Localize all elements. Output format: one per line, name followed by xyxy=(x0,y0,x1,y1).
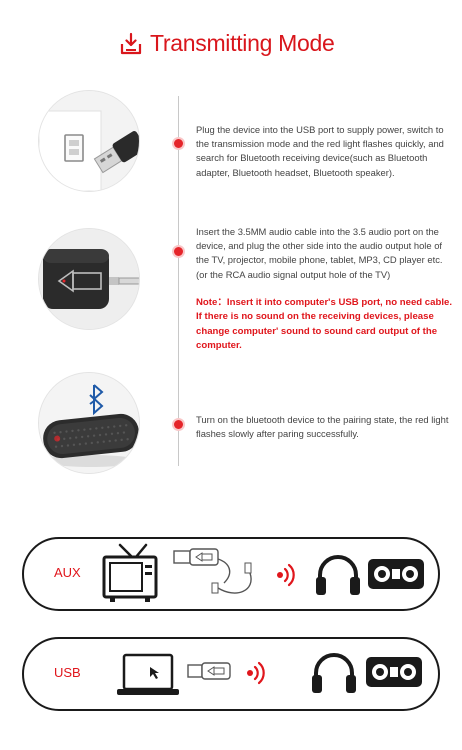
download-tray-icon xyxy=(120,32,142,55)
page-header: Transmitting Mode xyxy=(0,30,462,60)
tv-icon xyxy=(102,543,158,602)
timeline-dot-3 xyxy=(174,420,183,429)
timeline-line xyxy=(178,96,179,466)
step-3-text: Turn on the bluetooth device to the pair… xyxy=(196,414,449,440)
step-2-note: Note：Insert it into computer's USB port,… xyxy=(196,297,453,352)
aux-connection-diagram: AUX xyxy=(22,537,440,611)
timeline-dot-2 xyxy=(174,247,183,256)
step-1-text: Plug the device into the USB port to sup… xyxy=(196,124,444,178)
audio-cable-photo xyxy=(38,228,140,330)
usb-connection-diagram: USB xyxy=(22,637,440,711)
usb-label: USB xyxy=(54,665,81,680)
usb-adapter-icon xyxy=(187,662,231,680)
page-title: Transmitting Mode xyxy=(150,30,335,56)
wireless-signal-icon xyxy=(277,563,295,587)
step-2-text: Insert the 3.5MM audio cable into the 3.… xyxy=(196,226,443,280)
bluetooth-speaker-photo xyxy=(38,372,140,474)
headphones-icon xyxy=(312,653,356,693)
timeline-dot-1 xyxy=(174,139,183,148)
speaker-icon xyxy=(368,559,424,589)
wireless-signal-icon xyxy=(247,661,265,685)
aux-label: AUX xyxy=(54,565,81,580)
bluetooth-icon xyxy=(89,384,104,416)
usb-plug-photo xyxy=(38,90,140,192)
headphones-icon xyxy=(316,555,360,595)
laptop-icon xyxy=(117,653,179,695)
usb-adapter-with-cable-icon xyxy=(173,548,252,594)
speaker-icon xyxy=(366,657,422,687)
